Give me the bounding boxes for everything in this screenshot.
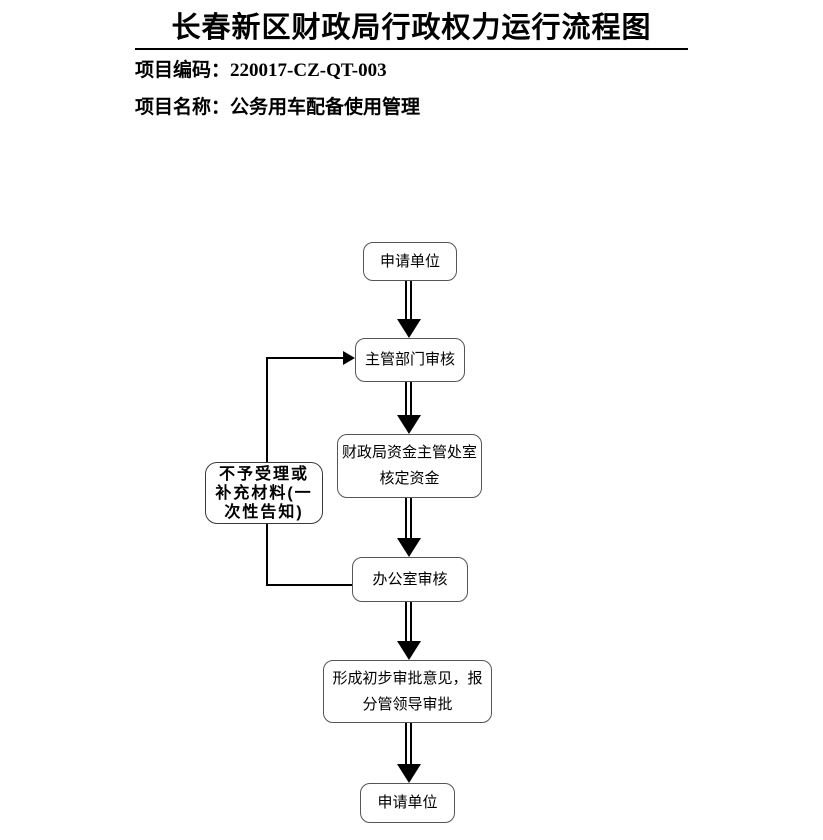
node-label-line2: 分管领导审批: [362, 695, 453, 713]
project-code-label: 项目编码：: [135, 60, 231, 81]
flow-arrow-shaft-2: [405, 382, 412, 415]
node-reject-or-supplement: 不予受理或 补充材料(一 次性告知): [205, 462, 323, 524]
flow-arrow-shaft-3: [405, 498, 412, 538]
flow-arrowhead-icon-3: [397, 538, 421, 557]
node-applicant-unit-top: 申请单位: [363, 242, 457, 281]
flow-arrowhead-icon-5: [397, 764, 421, 783]
side-note-line1: 不予受理或: [218, 465, 309, 483]
node-applicant-unit-bottom: 申请单位: [360, 783, 455, 823]
node-label-line2: 核定资金: [379, 470, 440, 487]
side-note-line3: 次性告知): [224, 503, 304, 521]
node-preliminary-approval: 形成初步审批意见，报 分管领导审批: [323, 660, 492, 723]
node-label-line1: 财政局资金主管处室: [341, 444, 477, 461]
flow-arrowhead-icon-2: [397, 415, 421, 434]
node-label: 办公室审核: [372, 570, 448, 588]
node-office-review: 办公室审核: [352, 557, 468, 602]
node-finance-fund-office: 财政局资金主管处室 核定资金: [337, 434, 482, 498]
project-name-label: 项目名称：: [135, 97, 231, 118]
project-code-value: 220017-CZ-QT-003: [230, 60, 387, 81]
node-label: 申请单位: [377, 794, 438, 811]
node-label-line1: 形成初步审批意见，报: [332, 669, 483, 687]
side-note-line2: 补充材料(一: [215, 484, 313, 502]
project-name-line: 项目名称：公务用车配备使用管理: [135, 97, 420, 119]
feedback-line-top: [267, 357, 344, 359]
flow-arrow-shaft-1: [405, 281, 412, 319]
flow-arrowhead-icon-4: [397, 641, 421, 660]
flow-arrow-shaft-4: [405, 602, 412, 641]
feedback-arrowhead-icon: [343, 351, 355, 365]
node-label: 主管部门审核: [364, 351, 455, 368]
node-dept-review: 主管部门审核: [355, 338, 465, 382]
page-title: 长春新区财政局行政权力运行流程图: [135, 10, 688, 50]
project-code-line: 项目编码：220017-CZ-QT-003: [135, 60, 387, 82]
node-label: 申请单位: [379, 252, 440, 270]
project-name-value: 公务用车配备使用管理: [230, 97, 421, 118]
flow-arrowhead-icon-1: [397, 319, 421, 338]
flow-arrow-shaft-5: [405, 723, 412, 764]
feedback-line-bottom: [267, 584, 352, 586]
